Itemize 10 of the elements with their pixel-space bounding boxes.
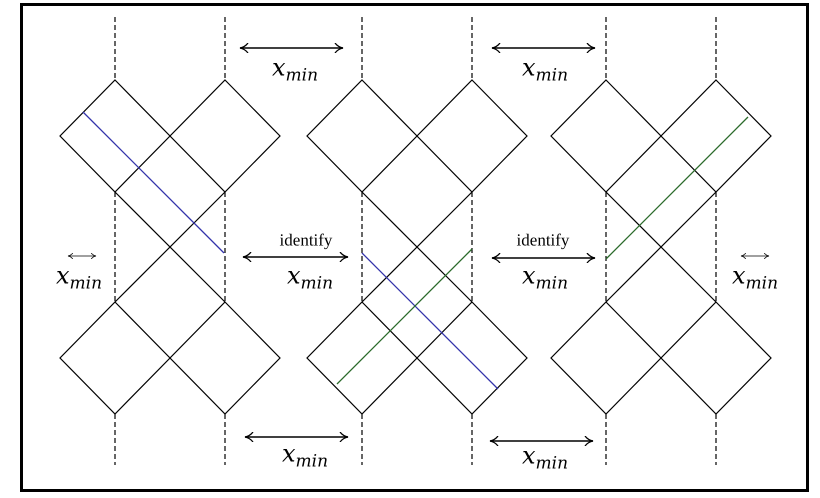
math-label: x$_{min}$: [522, 56, 568, 84]
text-label: identify: [516, 232, 570, 248]
math-label: x$_{min}$: [56, 264, 102, 292]
text-label: identify: [280, 232, 332, 248]
math-label: x$_{min}$: [732, 264, 778, 292]
math-label: x$_{min}$: [282, 442, 328, 470]
math-label: x$_{min}$: [522, 444, 568, 472]
math-label: x$_{min}$: [286, 264, 334, 292]
math-label: x$_{min}$: [272, 56, 318, 84]
math-label: x$_{min}$: [522, 264, 568, 292]
